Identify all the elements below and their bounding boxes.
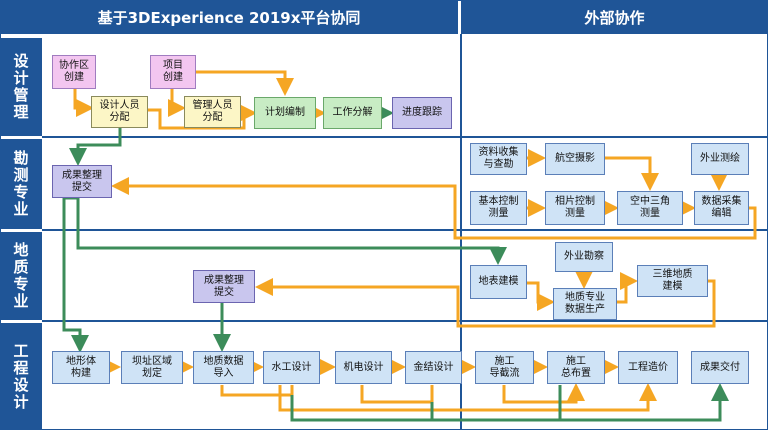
arrow-3d-to-geo-submit (255, 278, 716, 328)
arrow-designer-to-survey (69, 128, 122, 166)
work-breakdown-box[interactable]: 工作分解 (323, 97, 382, 129)
column-divider (460, 34, 462, 430)
data-collect-box[interactable]: 资料收集 与查勘 (470, 143, 527, 175)
lane-separator (42, 136, 768, 138)
arrow-survey-submit-to-terrain (62, 196, 89, 353)
field-exploration-box[interactable]: 外业勘察 (555, 242, 613, 272)
lane-separator (42, 320, 768, 322)
arrow-surface-to-geodata (527, 281, 555, 311)
header-platform: 基于3DExperience 2019x平台协同 (0, 0, 458, 34)
progress-track-box[interactable]: 进度跟踪 (392, 97, 452, 129)
arrow-electromech-loop (360, 385, 434, 404)
surface-modeling-box[interactable]: 地表建模 (470, 265, 527, 299)
lane-label-survey: 勘测专业 (0, 139, 42, 229)
arrow-aerial-to-triangulation (605, 156, 659, 191)
arrow-to-delivery (290, 383, 729, 422)
project-create-box[interactable]: 项目 创建 (150, 55, 196, 89)
cooperation-area-create-box[interactable]: 协作区 创建 (52, 55, 96, 89)
designer-assign-box[interactable]: 设计人员 分配 (91, 96, 148, 128)
lane-label-engineering-design: 工程设计 (0, 323, 42, 430)
arrow-diversion-loop (502, 383, 585, 404)
arrow-geodata-to-3d (617, 272, 638, 304)
geo-data-production-box[interactable]: 地质专业 数据生产 (553, 288, 617, 320)
lane-separator (42, 229, 768, 231)
geo-3d-modeling-box[interactable]: 三维地质 建模 (637, 265, 708, 297)
cost-estimate-box[interactable]: 工程造价 (618, 351, 678, 384)
geo-data-import-box[interactable]: 地质数据 导入 (193, 351, 254, 384)
arrow-hydraulic-to-cost-loop (278, 383, 657, 412)
aerial-photo-box[interactable]: 航空摄影 (545, 143, 605, 175)
plan-making-box[interactable]: 计划编制 (254, 97, 316, 129)
arrow-coop-to-designer (73, 89, 94, 117)
geo-result-submit-box[interactable]: 成果整理 提交 (193, 270, 255, 303)
survey-result-submit-box[interactable]: 成果整理 提交 (52, 165, 112, 198)
aerial-triangulation-box[interactable]: 空中三角 测量 (617, 191, 683, 225)
data-acquisition-box[interactable]: 数据采集 编辑 (694, 191, 749, 225)
metal-design-box[interactable]: 金结设计 (405, 351, 462, 384)
arrow-designer-to-plan (148, 104, 257, 130)
lane-label-design-management: 设计管理 (0, 38, 42, 136)
arrow-survey-submit-to-surface (76, 198, 507, 265)
photo-control-box[interactable]: 相片控制 测量 (545, 191, 605, 225)
dam-zone-box[interactable]: 坝址区域 划定 (121, 351, 183, 384)
header-external: 外部协作 (461, 0, 768, 34)
construction-layout-box[interactable]: 施工 总布置 (547, 351, 605, 384)
basic-control-box[interactable]: 基本控制 测量 (470, 191, 527, 225)
arrow-import-feedback-1 (220, 385, 294, 397)
field-survey-box[interactable]: 外业测绘 (691, 143, 749, 175)
manager-assign-box[interactable]: 管理人员 分配 (184, 96, 241, 128)
hydraulic-design-box[interactable]: 水工设计 (263, 351, 320, 384)
arrow-project-to-plan (196, 70, 294, 96)
result-delivery-box[interactable]: 成果交付 (691, 351, 749, 384)
arrow-acquisition-to-survey-submit (111, 177, 757, 240)
arrow-project-to-manager (168, 89, 186, 117)
lane-label-geology: 地质专业 (0, 232, 42, 320)
electromech-design-box[interactable]: 机电设计 (335, 351, 392, 384)
terrain-build-box[interactable]: 地形体 构建 (52, 351, 110, 384)
construction-diversion-box[interactable]: 施工 导截流 (475, 351, 534, 384)
